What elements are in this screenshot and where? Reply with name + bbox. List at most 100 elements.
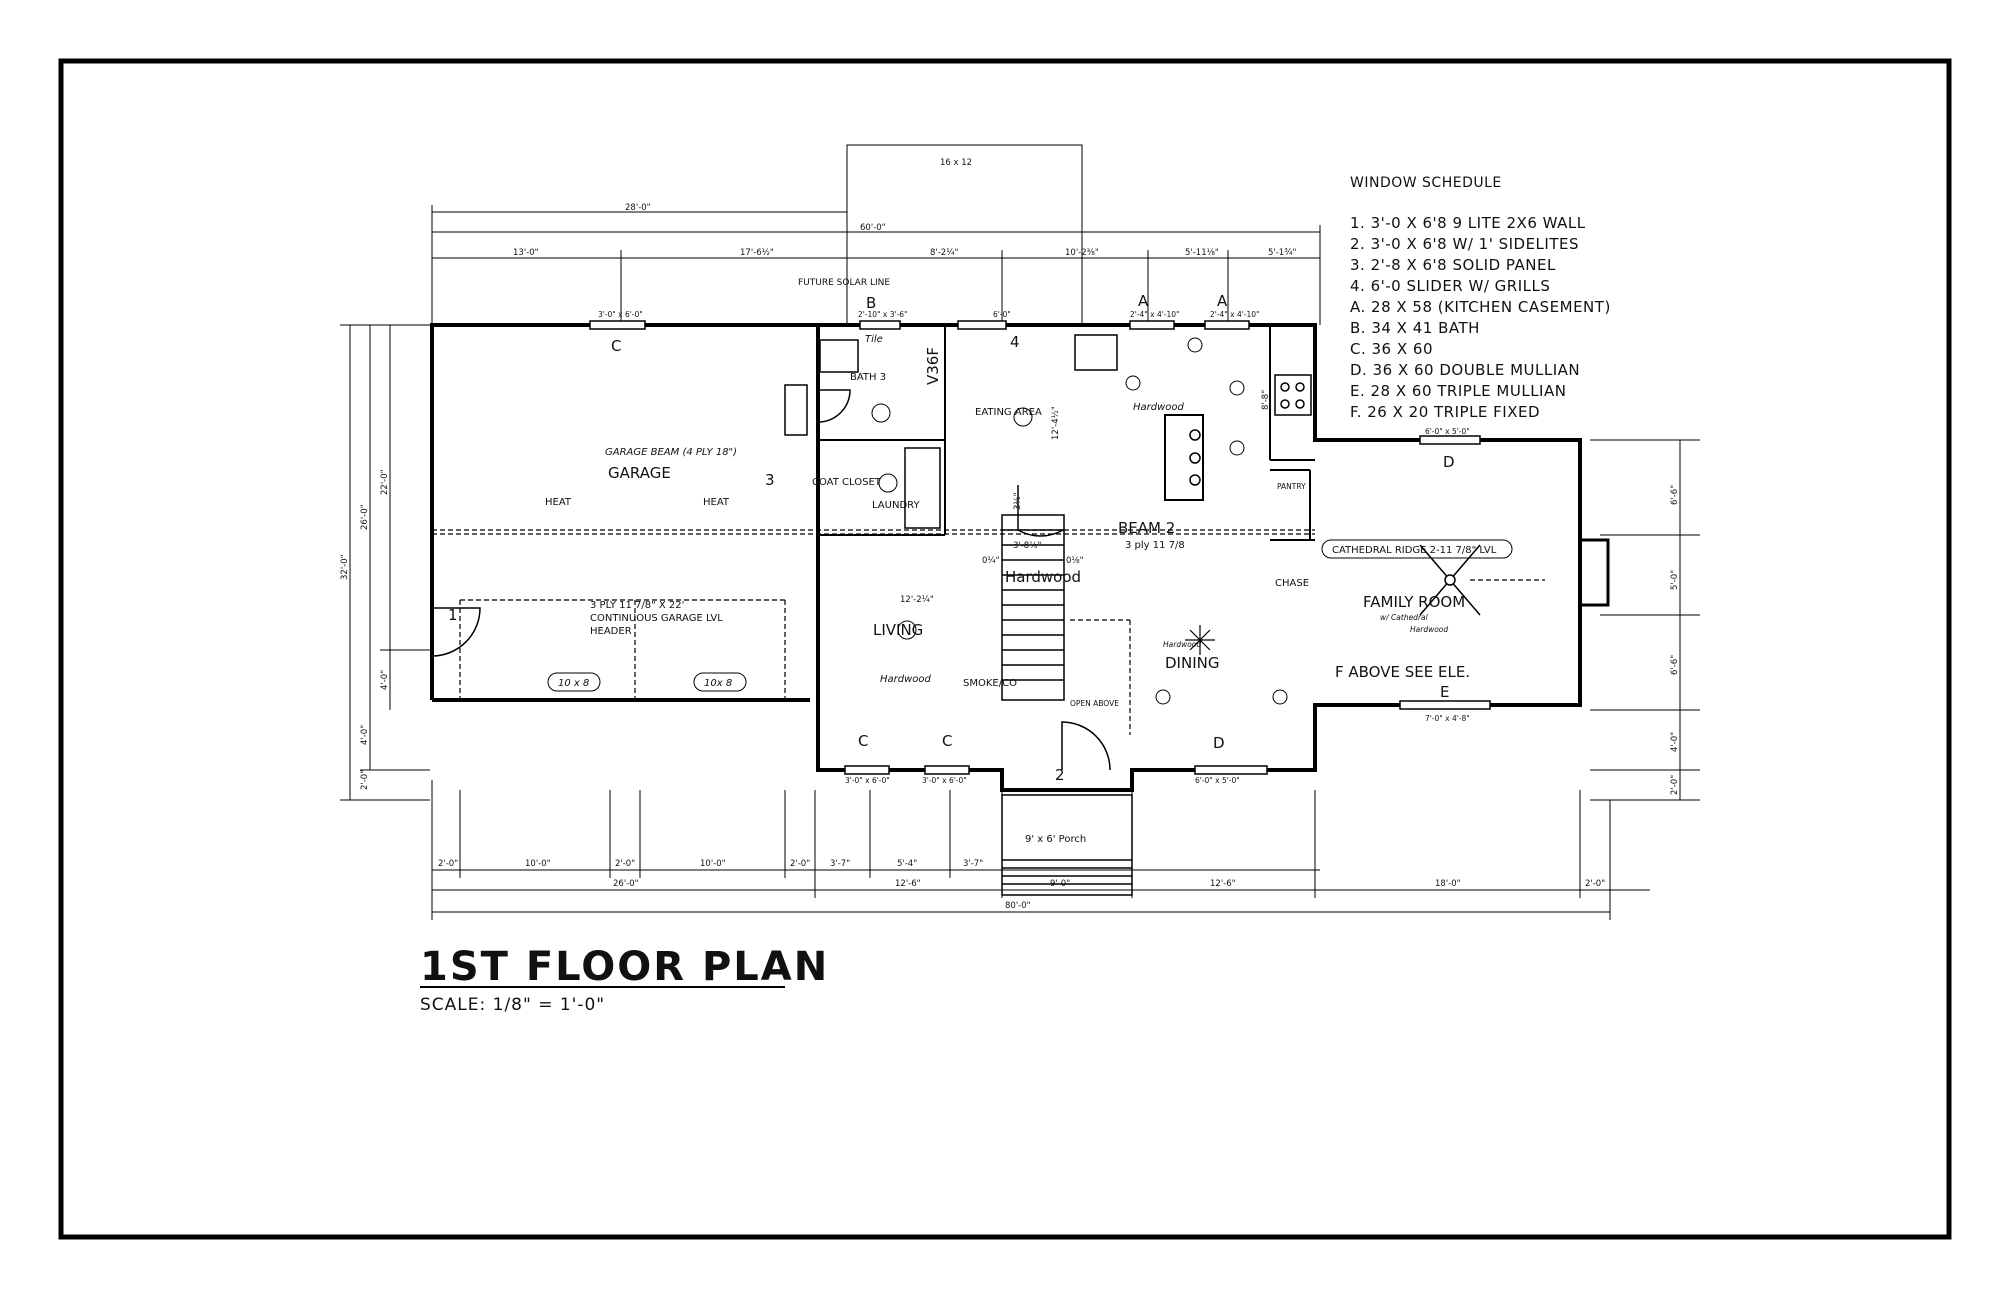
dim-top-seg: 10'-2⅜" (1065, 248, 1099, 258)
dim-top-seg: 8'-2¼" (930, 248, 958, 258)
porch-label: 9' x 6' Porch (1025, 834, 1086, 845)
garage-door-a-box (547, 672, 601, 692)
bumpout-outline (846, 144, 1083, 326)
schedule-item: 4. 6'-0 SLIDER W/ GRILLS (1350, 277, 1550, 295)
smoke-label: SMOKE/CO (963, 678, 1017, 689)
schedule-item: 3. 2'-8 X 6'8 SOLID PANEL (1350, 256, 1556, 274)
heat-label: HEAT (703, 497, 730, 508)
dim-bottom: 2'-0" (790, 859, 810, 869)
interior-walls (817, 325, 1315, 700)
dim-overall-bottom: 80'-0" (1005, 901, 1031, 911)
window-schedule: WINDOW SCHEDULE 1. 3'-0 X 6'8 9 LITE 2X6… (1350, 175, 1611, 421)
window-size-a2: 2'-4" x 4'-10" (1210, 310, 1260, 319)
room-dining: DINING (1165, 654, 1219, 672)
schedule-item: A. 28 X 58 (KITCHEN CASEMENT) (1350, 298, 1611, 316)
dim-garage-span: 28'-0" (625, 203, 651, 213)
dim-right: 6'-6" (1670, 485, 1680, 505)
hardwood-dining: Hardwood (1163, 640, 1201, 649)
pantry-label: PANTRY (1277, 482, 1306, 491)
dim-bottom: 26'-0" (613, 879, 639, 889)
door-tag-1: 1 (448, 606, 458, 624)
bath-v36f: V36F (924, 347, 942, 385)
door-tag-3: 3 (765, 471, 775, 489)
staircase (1001, 514, 1065, 701)
hardwood-living: Hardwood (880, 674, 932, 685)
dim-right: 2'-0" (1670, 775, 1680, 795)
window-schedule-heading: WINDOW SCHEDULE (1350, 175, 1502, 191)
garage-door-b-box (693, 672, 747, 692)
window-size-d-dining: 6'-0" x 5'-0" (1195, 776, 1240, 785)
window-size-c-garage: 3'-0" x 6'-0" (598, 310, 643, 319)
schedule-item: 2. 3'-0 X 6'8 W/ 1' SIDELITES (1350, 235, 1579, 253)
dim-bottom: 2'-0" (1585, 879, 1605, 889)
ceiling-fan-family (1419, 544, 1481, 616)
dim-overall-top: 60'-0" (860, 223, 886, 233)
window-size-a1: 2'-4" x 4'-10" (1130, 310, 1180, 319)
open-above: OPEN ABOVE (1070, 699, 1119, 708)
beam2-sub: 3 ply 11 7/8 (1125, 540, 1185, 551)
chase-label: CHASE (1275, 578, 1309, 589)
schedule-item: F. 26 X 20 TRIPLE FIXED (1350, 403, 1540, 421)
room-coat-closet: COAT CLOSET (812, 477, 882, 488)
dim-bottom: 12'-6" (895, 879, 921, 889)
dim-bottom: 3'-7" (830, 859, 850, 869)
dim-top-seg: 17'-6½" (740, 248, 774, 258)
heat-label: HEAT (545, 497, 572, 508)
window-tag-a1: A (1138, 292, 1149, 310)
header-note-2: CONTINUOUS GARAGE LVL (590, 613, 723, 624)
bumpout-label: 16 x 12 (940, 158, 972, 168)
porch (1001, 794, 1133, 896)
plan-title: 1ST FLOOR PLAN (420, 944, 829, 990)
dim-left: 32'-0" (340, 554, 350, 580)
dim-right: 5'-0" (1670, 570, 1680, 590)
header-note-3: HEADER (590, 626, 632, 637)
dim-bottom: 10'-0" (525, 859, 551, 869)
cathedral-note: CATHEDRAL RIDGE 2-11 7/8" LVL (1332, 545, 1497, 556)
window-size-d-family: 6'-0" x 5'-0" (1425, 427, 1470, 436)
hardwood-family: Hardwood (1410, 625, 1448, 634)
hardwood-kitchen: Hardwood (1133, 402, 1185, 413)
window-tag-c-garage: C (611, 337, 621, 355)
hardwood-stair: Hardwood (1005, 568, 1081, 586)
stair-a: 0¼" (982, 556, 1000, 566)
window-tag-d-family: D (1443, 453, 1455, 471)
family-sub: w/ Cathedral (1380, 613, 1429, 622)
beam-lines (432, 529, 1545, 735)
left-dimensions (340, 324, 430, 801)
room-eating: EATING AREA (975, 407, 1042, 418)
dim-bottom: 18'-0" (1435, 879, 1461, 889)
eating-dim: 12'-4½" (1051, 406, 1061, 440)
dim-top-seg: 13'-0" (513, 248, 539, 258)
dim-bottom: 10'-0" (700, 859, 726, 869)
stair-dim: 3'-8⅛" (1013, 541, 1041, 551)
exterior-walls (430, 323, 1582, 792)
dim-bottom: 2'-0" (615, 859, 635, 869)
stair-b: 0⅛" (1066, 556, 1084, 566)
dim-right: 4'-0" (1670, 732, 1680, 752)
sheet-border (58, 58, 1952, 1240)
light-fixtures (871, 337, 1288, 705)
window-tag-c-living1: C (858, 732, 868, 750)
window-size-c-living2: 3'-0" x 6'-0" (922, 776, 967, 785)
room-bath: BATH 3 (850, 372, 886, 383)
schedule-item: E. 28 X 60 TRIPLE MULLIAN (1350, 382, 1566, 400)
stair-c: 3½" (1013, 492, 1023, 510)
range-dim: 8'-8" (1261, 390, 1271, 410)
dim-bottom: 2'-0" (438, 859, 458, 869)
schedule-item: D. 36 X 60 DOUBLE MULLIAN (1350, 361, 1580, 379)
room-garage: GARAGE (608, 464, 671, 482)
garage-step (784, 384, 808, 436)
schedule-item: 1. 3'-0 X 6'8 9 LITE 2X6 WALL (1350, 214, 1586, 232)
dim-left: 4'-0" (360, 725, 370, 745)
window-openings (589, 320, 1491, 775)
schedule-item: C. 36 X 60 (1350, 340, 1433, 358)
room-family: FAMILY ROOM (1363, 593, 1465, 611)
window-size-slider: 6'-0" (993, 310, 1011, 319)
dim-left: 4'-0" (380, 670, 390, 690)
right-dimensions (1590, 439, 1700, 801)
header-note-1: 3 PLY 11 7/8" X 22' (590, 600, 684, 611)
garage-beam-note: GARAGE BEAM (4 PLY 18") (605, 447, 737, 458)
dim-left: 26'-0" (360, 504, 370, 530)
dim-left: 2'-0" (360, 770, 370, 790)
dim-top-seg: 5'-11⅛" (1185, 248, 1219, 258)
